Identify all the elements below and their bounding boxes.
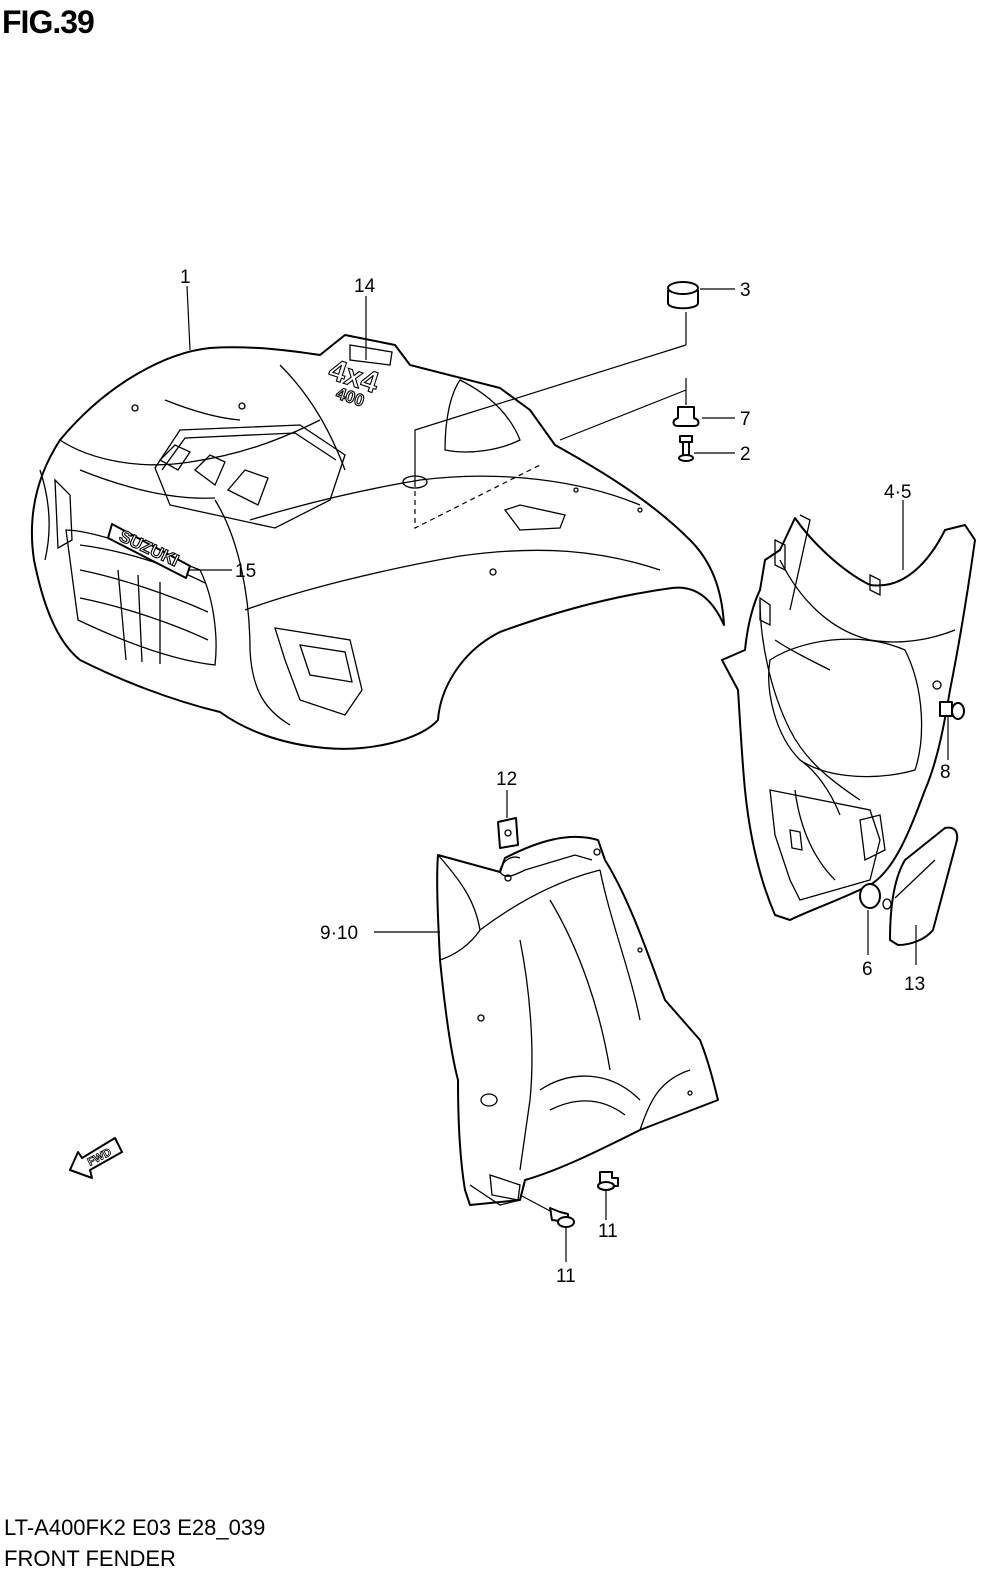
callout-15: 15 xyxy=(235,561,256,582)
grommet-part-6 xyxy=(859,883,892,910)
callout-1: 1 xyxy=(180,267,191,288)
callout-9-10: 9·10 xyxy=(320,923,358,944)
fwd-direction-arrow: FWD xyxy=(69,1137,123,1179)
clip-part-12 xyxy=(497,817,519,849)
cushion-part-3 xyxy=(667,281,699,310)
model-code: LT-A400FK2 E03 E28_039 xyxy=(4,1515,266,1540)
bolt-part-2 xyxy=(678,435,694,462)
callout-3: 3 xyxy=(740,280,751,301)
screw-part-11-b xyxy=(549,1207,575,1228)
figure-title: FIG.39 xyxy=(2,4,95,40)
callout-13: 13 xyxy=(904,974,925,995)
screw-part-11-a xyxy=(597,1171,619,1191)
phantom-line xyxy=(414,464,541,529)
mud-guard-part-4-5 xyxy=(721,514,976,921)
callout-14: 14 xyxy=(354,276,376,297)
section-name: FRONT FENDER xyxy=(4,1546,176,1571)
leader-line xyxy=(519,1194,553,1213)
callout-6: 6 xyxy=(862,959,873,980)
callout-8: 8 xyxy=(940,762,951,783)
leader-line xyxy=(559,389,687,441)
leader-line xyxy=(414,344,687,482)
front-fender-body xyxy=(30,334,725,750)
callout-12: 12 xyxy=(496,769,517,790)
screw-part-8 xyxy=(939,701,965,720)
callout-11-upper: 11 xyxy=(598,1221,618,1242)
callout-11-lower: 11 xyxy=(556,1266,576,1287)
collar-part-7 xyxy=(672,406,700,427)
callout-2: 2 xyxy=(740,444,751,465)
callout-4-5: 4·5 xyxy=(884,482,911,503)
leader-line xyxy=(186,285,191,351)
inner-guard-part-9-10 xyxy=(436,835,719,1206)
cap-part-13 xyxy=(889,826,959,946)
callout-7: 7 xyxy=(740,409,751,430)
